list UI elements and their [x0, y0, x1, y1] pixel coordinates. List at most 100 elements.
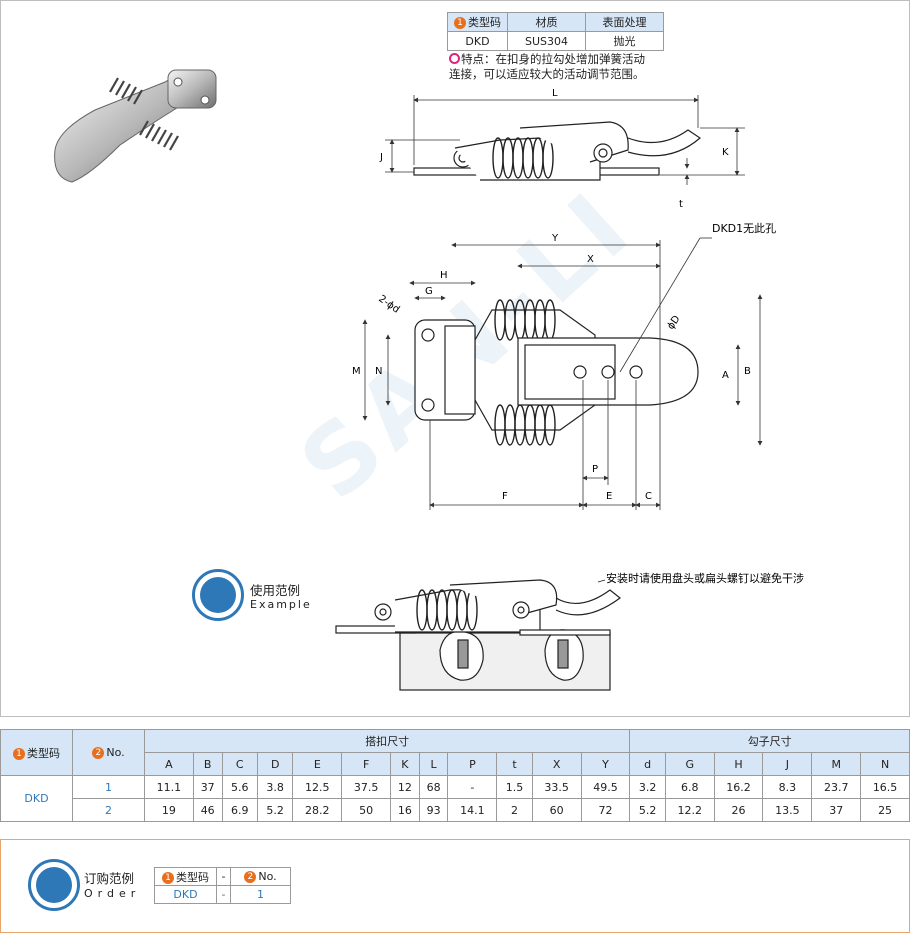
table-cell: 5.2 — [629, 798, 666, 822]
table-cell: 12 — [390, 775, 420, 799]
example-subtitle: Example — [250, 598, 312, 611]
table-cell: 19 — [144, 798, 194, 822]
label-A: A — [722, 370, 729, 381]
order-type-value: DKD — [154, 885, 217, 904]
dkd1-note: DKD1无此孔 — [712, 222, 776, 235]
col-header-Y: Y — [580, 752, 631, 776]
col-header-J: J — [762, 752, 813, 776]
col-header-P: P — [447, 752, 498, 776]
badge-1-icon: 1 — [13, 747, 25, 760]
label-Y: Y — [551, 233, 559, 244]
table-cell: 1.5 — [496, 775, 533, 799]
order-dash-2: - — [216, 885, 231, 904]
table-cell: 26 — [713, 798, 764, 822]
table-cell: 33.5 — [531, 775, 582, 799]
top-view — [414, 299, 699, 446]
group-b-header: 勾子尺寸 — [629, 729, 910, 753]
col-header-D: D — [256, 752, 294, 776]
col-header-G: G — [664, 752, 715, 776]
table-cell: 3.2 — [629, 775, 666, 799]
table-cell: 14.1 — [447, 798, 498, 822]
col-header-X: X — [531, 752, 582, 776]
table-cell: 13.5 — [762, 798, 813, 822]
table-cell: 93 — [418, 798, 449, 822]
feature-icon — [449, 53, 460, 64]
spec-finish-value: 抛光 — [585, 31, 664, 51]
table-cell: 28.2 — [292, 798, 343, 822]
table-cell: 3.8 — [256, 775, 294, 799]
table-cell: 12.5 — [292, 775, 343, 799]
spec-header-finish: 表面处理 — [585, 12, 664, 32]
table-cell: 23.7 — [811, 775, 862, 799]
table-cell: 5.6 — [221, 775, 258, 799]
col-header-M: M — [811, 752, 862, 776]
table-cell: 2 — [496, 798, 533, 822]
table-cell: 12.2 — [664, 798, 715, 822]
feature-text: 特点：在扣身的拉勾处增加弹簧活动 连接，可以适应较大的活动调节范围。 — [449, 52, 645, 81]
label-t: t — [679, 199, 683, 210]
spec-material-value: SUS304 — [507, 31, 586, 51]
label-F: F — [502, 491, 508, 502]
table-cell: 37.5 — [341, 775, 392, 799]
label-d: 2-ϕd — [376, 293, 401, 315]
table-cell: 72 — [580, 798, 631, 822]
col-header-E: E — [292, 752, 343, 776]
table-cell: 8.3 — [762, 775, 813, 799]
col-header-N: N — [860, 752, 910, 776]
table-cell: 46 — [192, 798, 223, 822]
table-cell: 37 — [811, 798, 862, 822]
label-C: C — [645, 491, 652, 502]
side-view — [413, 121, 701, 181]
table-cell: 25 — [860, 798, 910, 822]
table-cell: 16 — [390, 798, 420, 822]
col-header-B: B — [192, 752, 223, 776]
label-P: P — [592, 464, 598, 475]
label-X: X — [587, 254, 594, 265]
col-header-C: C — [221, 752, 258, 776]
col-header-d: d — [629, 752, 666, 776]
table-cell: 16.5 — [860, 775, 910, 799]
col-header-A: A — [144, 752, 194, 776]
row-type: DKD — [0, 775, 73, 822]
spec-header-material: 材质 — [507, 12, 586, 32]
col-header-F: F — [341, 752, 392, 776]
table-cell: 49.5 — [580, 775, 631, 799]
col-header-K: K — [390, 752, 420, 776]
table-cell: 16.2 — [713, 775, 764, 799]
table-cell: 37 — [192, 775, 223, 799]
order-dash: - — [216, 867, 231, 886]
row-no: 2 — [72, 798, 145, 822]
order-title: 订购范例 — [84, 871, 135, 886]
col-header-L: L — [418, 752, 449, 776]
table-cell: 68 — [418, 775, 449, 799]
table-cell: 60 — [531, 798, 582, 822]
install-view — [335, 579, 621, 691]
col-header-H: H — [713, 752, 764, 776]
label-H: H — [440, 270, 448, 281]
label-G: G — [425, 286, 433, 297]
badge-1-icon: 1 — [454, 17, 466, 29]
technical-drawing: L J K t — [54, 69, 804, 691]
order-subtitle: Order — [84, 887, 141, 900]
label-J: J — [379, 152, 383, 163]
badge-2-icon: 2 — [92, 747, 105, 759]
example-icon — [192, 569, 244, 621]
label-L: L — [552, 88, 558, 99]
table-cell: - — [447, 775, 498, 799]
table-cell: 6.9 — [221, 798, 258, 822]
order-no-value: 1 — [230, 885, 291, 904]
cart-icon — [28, 859, 80, 911]
table-cell: 11.1 — [144, 775, 194, 799]
label-B: B — [744, 366, 751, 377]
example-title: 使用范例 — [250, 583, 301, 598]
